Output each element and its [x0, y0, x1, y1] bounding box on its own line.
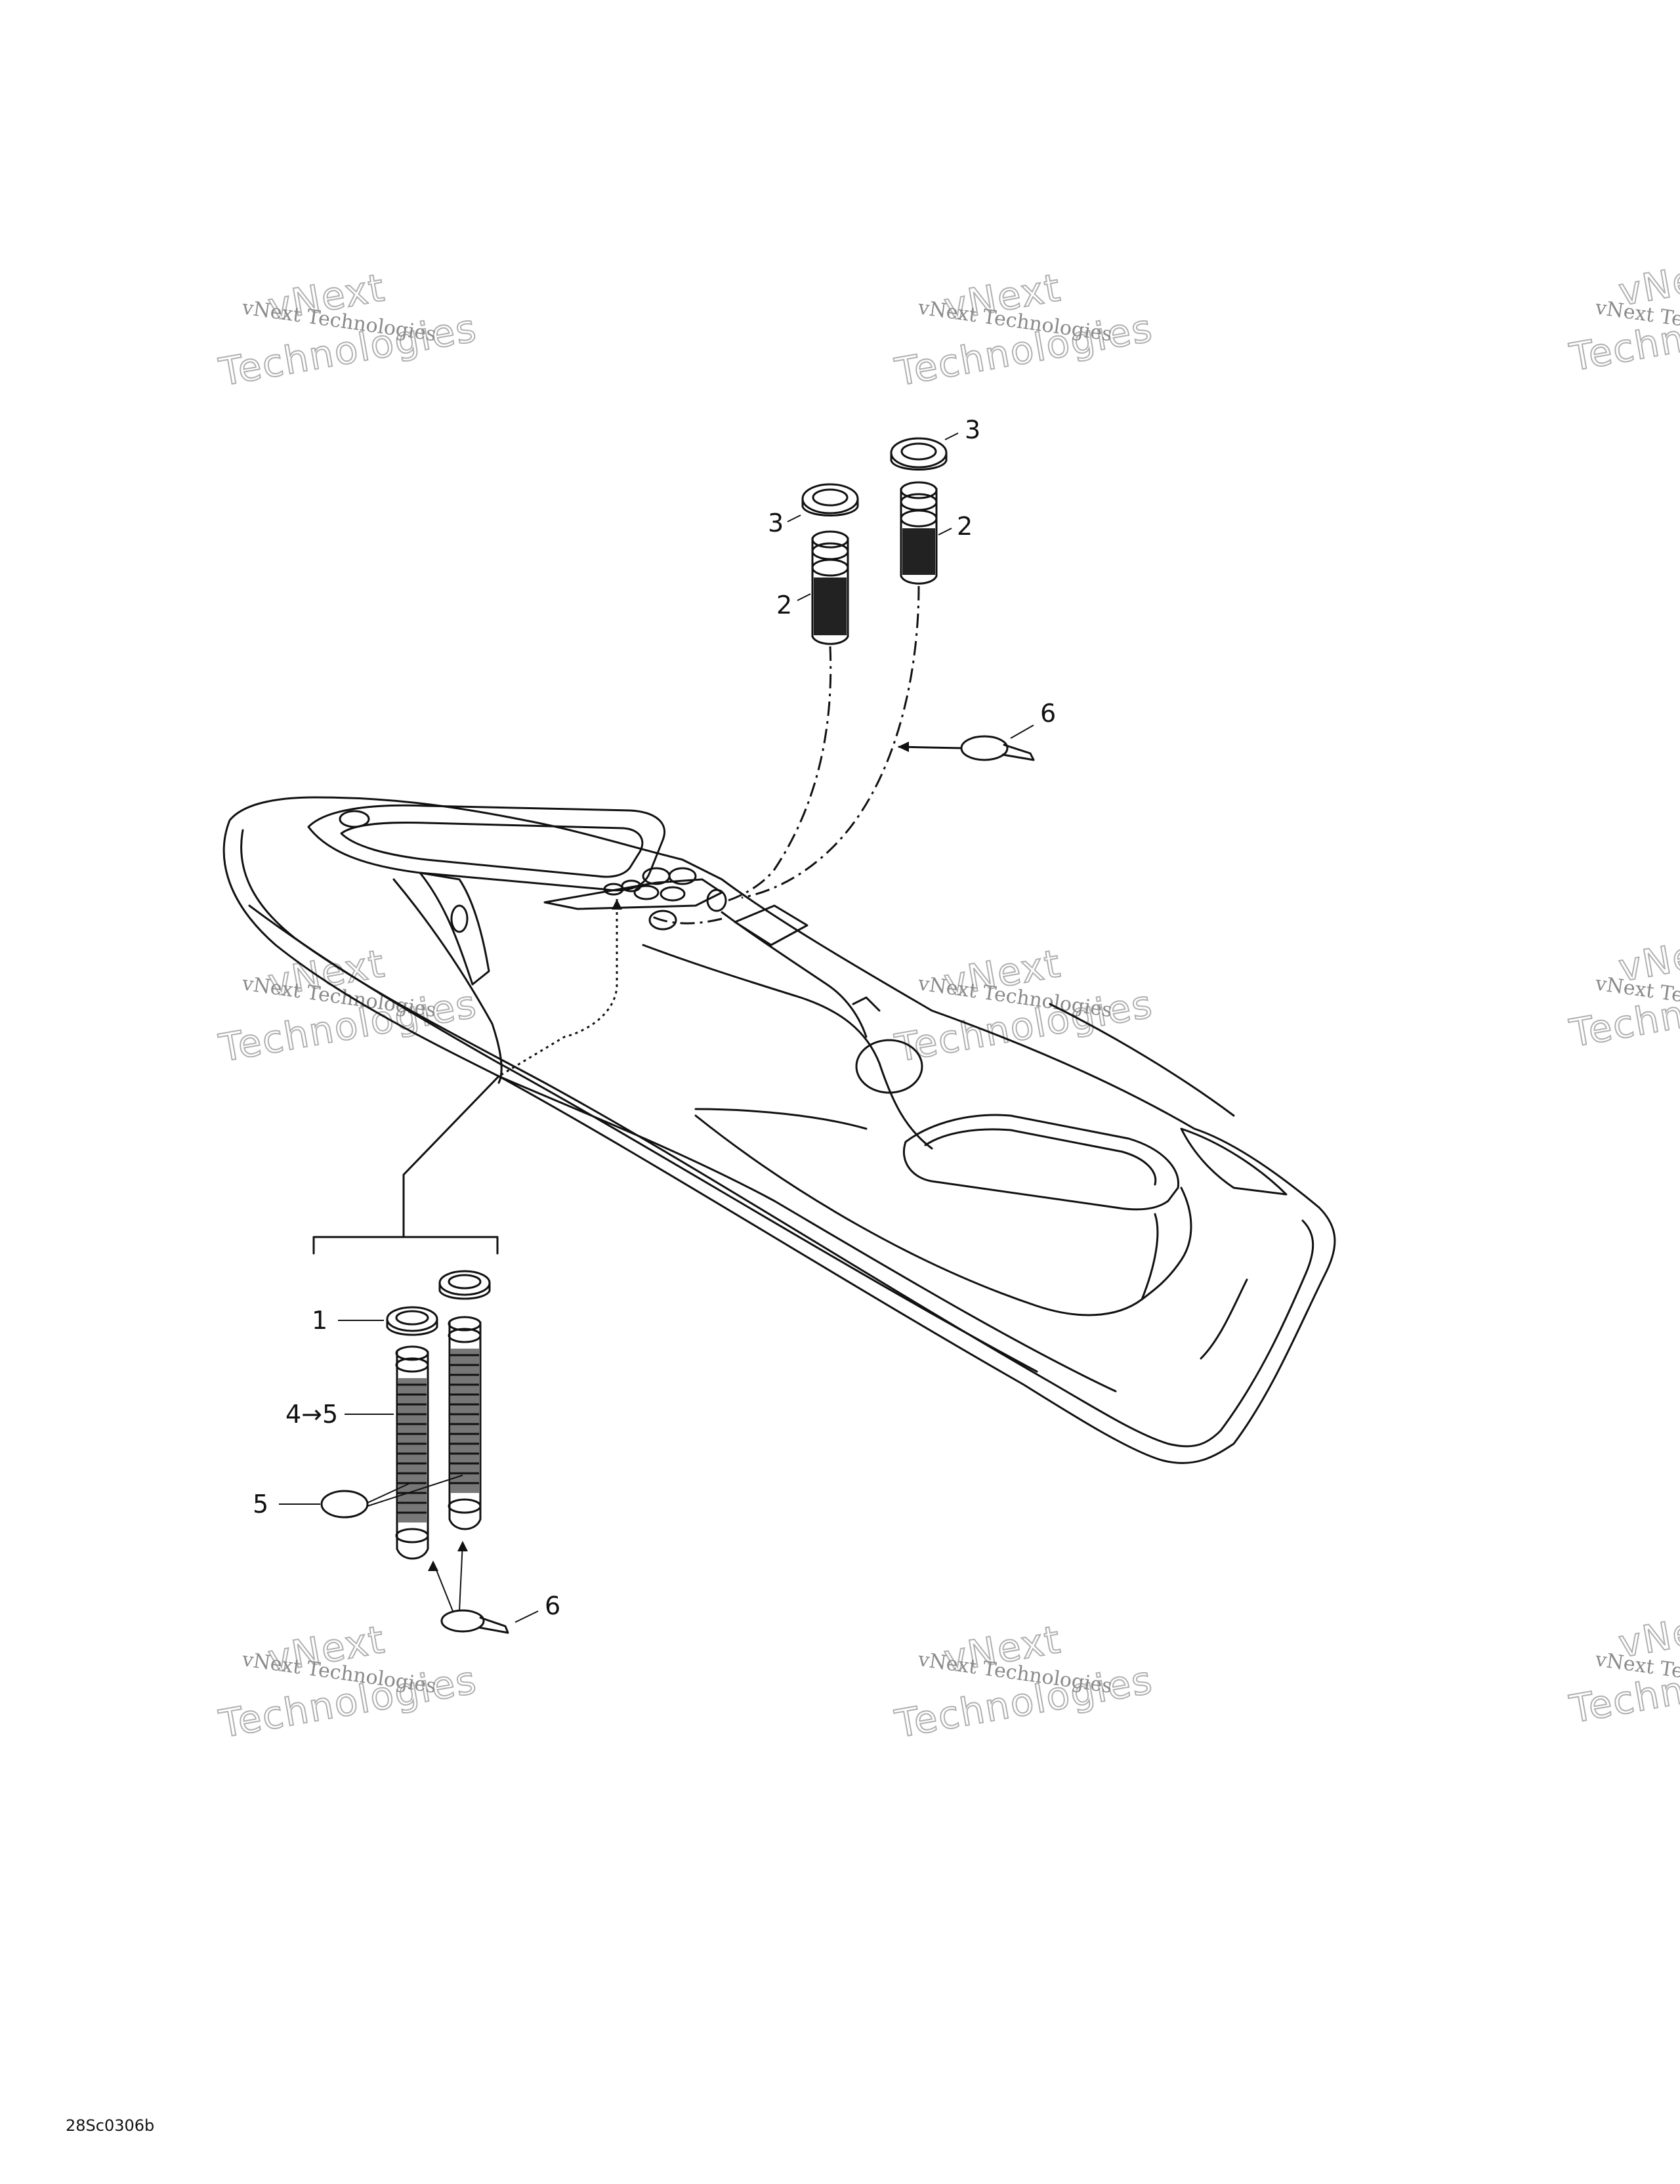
watercraft-deck	[222, 796, 1336, 1464]
callout-3-right: 3	[965, 415, 980, 444]
callout-6-top: 6	[1040, 699, 1056, 728]
dotted-link-line	[498, 899, 618, 1078]
callout-1: 1	[312, 1306, 327, 1335]
bracket	[312, 1236, 499, 1255]
callout-4-to-5: 4→5	[285, 1400, 338, 1429]
top-vent-assembly	[649, 437, 1035, 925]
leader-line	[1010, 724, 1034, 739]
leader-line	[402, 1075, 500, 1238]
lower-vent-assembly	[279, 1270, 539, 1634]
leader-line	[938, 528, 952, 536]
callout-2-right: 2	[957, 512, 973, 541]
leader-line	[797, 593, 811, 601]
callout-2-left: 2	[776, 591, 792, 620]
leader-line	[944, 432, 959, 440]
diagram-reference-code: 28Sc0306b	[66, 2116, 155, 2135]
callout-6-bottom: 6	[545, 1591, 560, 1620]
callout-3-left: 3	[768, 509, 784, 537]
callout-5: 5	[253, 1490, 268, 1519]
leader-line	[787, 514, 801, 522]
